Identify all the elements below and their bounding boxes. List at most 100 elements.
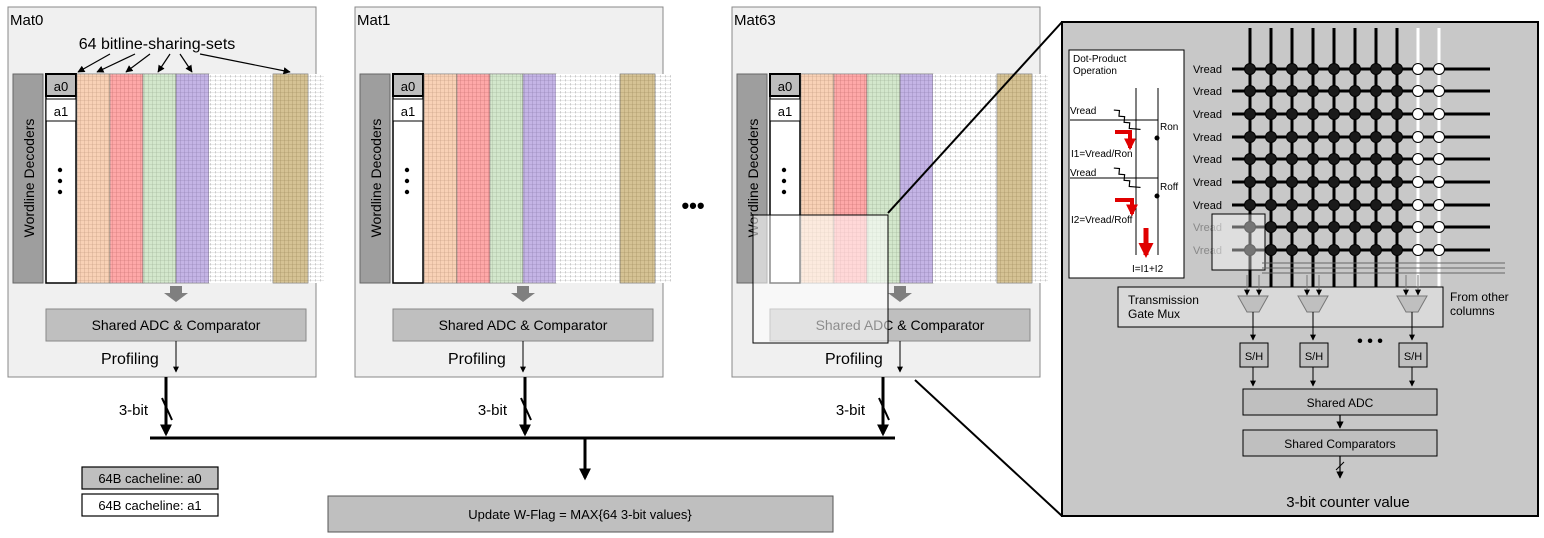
update-wflag-box: Update W-Flag = MAX{64 3-bit values}: [327, 495, 834, 533]
mux-gate: [1297, 295, 1329, 313]
shared-comparators-label: Shared Comparators: [1284, 437, 1395, 451]
bit-label: 3-bit: [119, 402, 149, 419]
memristor-cell: [1265, 176, 1277, 188]
row-dot: [781, 189, 787, 195]
dp-roff: Roff: [1160, 182, 1178, 193]
memristor-cell: [1391, 85, 1403, 97]
memristor-cell: [1433, 199, 1445, 211]
memristor-cell: [1349, 221, 1361, 233]
mat-title: Mat63: [734, 12, 776, 29]
vread-label: Vread: [1193, 132, 1222, 144]
memristor-cell: [1433, 131, 1445, 143]
memristor-cell: [1328, 85, 1340, 97]
memristor-cell: [1433, 153, 1445, 165]
shared-adc-box: Shared ADC: [1242, 388, 1438, 416]
memristor-cell: [1286, 153, 1298, 165]
memristor-cell: [1307, 108, 1319, 120]
other-columns-label: From other columns: [1450, 290, 1512, 318]
memristor-cell: [1349, 85, 1361, 97]
memristor-cell: [1244, 176, 1256, 188]
memristor-cell: [1349, 153, 1361, 165]
row-dot: [57, 178, 63, 184]
zoom-connector: [887, 21, 1063, 517]
wordline-decoder-label: Wordline Decoders: [21, 119, 37, 238]
wordline-decoder: [359, 73, 391, 284]
memristor-cell: [1433, 63, 1445, 75]
memristor-cell: [1265, 153, 1277, 165]
memristor-cell: [1244, 108, 1256, 120]
memristor-cell: [1412, 108, 1424, 120]
memristor-cell: [1370, 199, 1382, 211]
memristor-cell: [1370, 244, 1382, 256]
row-a1-label: a1: [54, 104, 68, 119]
memristor-cell: [1412, 221, 1424, 233]
row-a0: [769, 73, 801, 97]
memristor-cell: [1328, 131, 1340, 143]
memristor-cell: [1433, 244, 1445, 256]
memristor-cell: [1349, 199, 1361, 211]
memristor-cell: [1286, 108, 1298, 120]
memristor-cell: [1433, 108, 1445, 120]
adc-box: [45, 308, 307, 342]
memristor-cell: [1412, 153, 1424, 165]
memristor-cell: [1328, 199, 1340, 211]
memristor-cell: [1286, 131, 1298, 143]
mat-title: Mat0: [10, 12, 43, 29]
memristor-cell: [1391, 176, 1403, 188]
row-dot: [57, 167, 63, 173]
row-a0: [392, 73, 424, 97]
memristor-cell: [1391, 199, 1403, 211]
row-dot: [57, 189, 63, 195]
bitline-sets-label: 64 bitline-sharing-sets: [79, 36, 236, 53]
memristor-cell: [1349, 131, 1361, 143]
row-dot: [781, 167, 787, 173]
vread-label: Vread: [1193, 86, 1222, 98]
sample-hold: [1398, 342, 1428, 368]
memristor-cell: [1391, 153, 1403, 165]
down-arrow: [888, 286, 912, 302]
memristor-cell: [1328, 176, 1340, 188]
memristor-cell: [1265, 221, 1277, 233]
cacheline-a0-label: 64B cacheline: a0: [98, 471, 201, 486]
row-dot: [404, 189, 410, 195]
memristor-cell: [1286, 85, 1298, 97]
memristor-cell: [1244, 244, 1256, 256]
memristor-cell: [1370, 153, 1382, 165]
memristor-cell: [1286, 176, 1298, 188]
memristor-cell: [1307, 244, 1319, 256]
bit-bus: [150, 436, 895, 481]
counter-value-label: 3-bit counter value: [1286, 494, 1409, 511]
row-a1: [769, 98, 801, 122]
mat-title: Mat1: [357, 12, 390, 29]
memristor-cell: [1412, 85, 1424, 97]
row-a1: [392, 98, 424, 122]
memristor-cell: [1244, 85, 1256, 97]
memristor-cell: [1244, 153, 1256, 165]
memristor-cell: [1265, 244, 1277, 256]
dp-ron: Ron: [1160, 122, 1178, 133]
memristor-cell: [1370, 176, 1382, 188]
memristor-cell: [1244, 63, 1256, 75]
memristor-cell: [1265, 108, 1277, 120]
shared-comparators-box: Shared Comparators: [1242, 429, 1438, 457]
memristor-cell: [1370, 85, 1382, 97]
memristor-cell: [1328, 153, 1340, 165]
memristor-cell: [1244, 221, 1256, 233]
detail-panel: VreadVreadVreadVreadVreadVreadVreadVread…: [1061, 21, 1539, 517]
vread-label: Vread: [1193, 222, 1222, 234]
bitline-sets-fan: 64 bitline-sharing-sets: [77, 36, 291, 75]
sample-hold-label: S/H: [1245, 351, 1263, 363]
row-a0-label: a0: [778, 79, 792, 94]
mat-ellipsis: •••: [681, 193, 704, 218]
cacheline-a1-label: 64B cacheline: a1: [98, 498, 201, 513]
memristor-cell: [1286, 221, 1298, 233]
dp-itotal: I=I1+I2: [1132, 264, 1164, 275]
dp-vread-top: Vread: [1070, 106, 1096, 117]
memristor-cell: [1307, 176, 1319, 188]
memristor-cell: [1349, 176, 1361, 188]
vread-label: Vread: [1193, 109, 1222, 121]
wordline-decoder: [12, 73, 44, 284]
memristor-cell: [1307, 131, 1319, 143]
